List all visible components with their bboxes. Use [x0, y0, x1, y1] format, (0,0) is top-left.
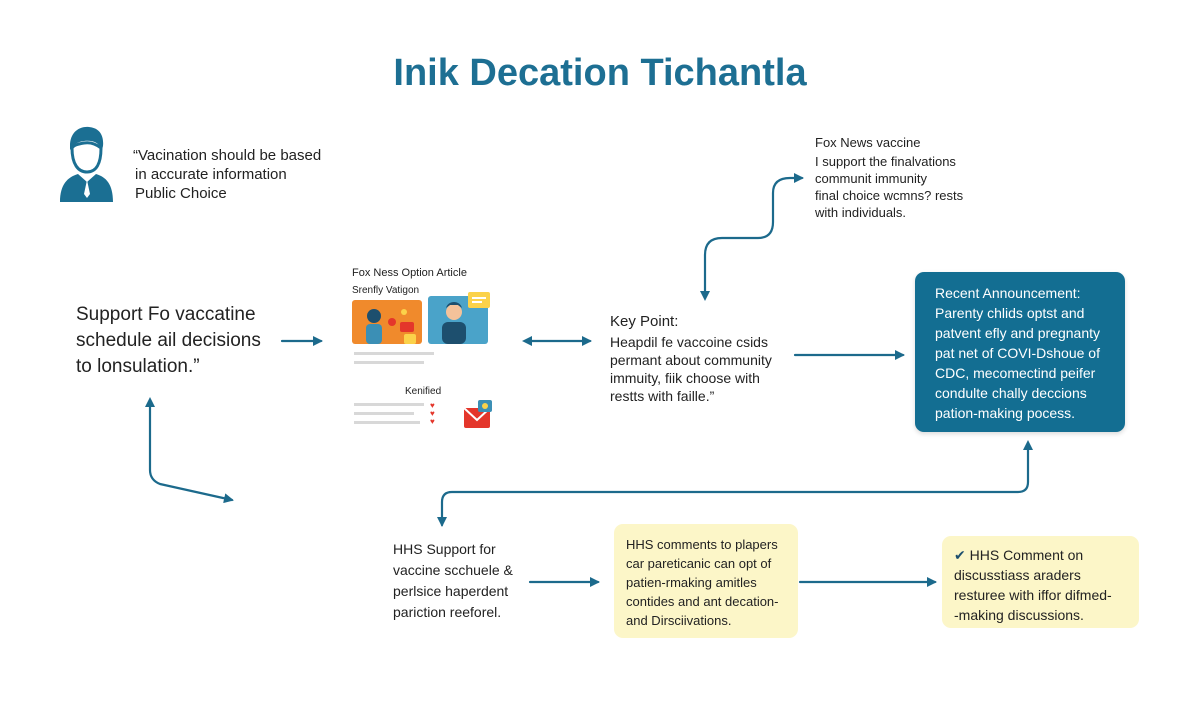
article-text-line [354, 403, 424, 406]
fox-news-line: with individuals. [815, 205, 907, 220]
hhs-comment-on-line: resturee with iffor difmed- [954, 587, 1112, 603]
page-title: Inik Decation Tichantla [393, 52, 807, 94]
hhs-support-line: pariction reeforel. [393, 604, 502, 620]
hhs-comment-on-box: ✔ HHS Comment on discusstiass araders re… [942, 536, 1139, 628]
support-statement: Support Fo vaccatine schedule ail decisi… [76, 302, 261, 380]
hhs-support-line: vaccine scchuele & [393, 562, 513, 578]
support-line: Support Fo vaccatine [76, 304, 256, 325]
key-point-line: restts with faille.” [610, 388, 715, 404]
hhs-comments-line: HHS comments to plapers [626, 537, 778, 552]
announcement-heading: Recent Announcement: [935, 285, 1081, 301]
announcement-line: Parenty chlids optst and [935, 305, 1085, 321]
support-line: to lonsulation.” [76, 356, 200, 377]
person-icon [60, 126, 113, 202]
announcement-line: CDC, mecomectind peifer [935, 365, 1096, 381]
key-point: Key Point: Heapdil fe vaccoine csids per… [610, 312, 772, 405]
article-text-line [354, 421, 420, 424]
hhs-comment-on-line: -making discussions. [954, 607, 1084, 623]
key-point-heading: Key Point: [610, 313, 679, 330]
fox-news-line: final choice wcmns? rests [815, 188, 964, 203]
announcement-line: pation-making pocess. [935, 405, 1076, 421]
check-badge-icon [404, 334, 416, 344]
key-point-line: immuity, fiik choose with [610, 370, 760, 386]
fox-news-line: I support the finalvations [815, 154, 956, 169]
quote-line: “Vacination should be based [133, 147, 322, 164]
quote-line: Public Choice [135, 185, 227, 202]
article-subheading: Srenfly Vatigon [352, 285, 420, 296]
article-card: Fox Ness Option Article Srenfly Vatigon … [350, 262, 510, 432]
key-point-line: permant about community [610, 352, 772, 368]
fox-news-note: Fox News vaccine I support the finalvati… [815, 134, 963, 221]
hhs-support: HHS Support for vaccine scchuele & perls… [393, 539, 513, 623]
hhs-support-line: perlsice haperdent [393, 583, 509, 599]
hhs-comments-line: contides and ant decation- [626, 594, 779, 609]
announcement-line: patvent efly and pregnanty [935, 325, 1101, 341]
hhs-support-line: HHS Support for [393, 541, 496, 557]
announcement-line: condulte chally deccions [935, 385, 1087, 401]
arrow-to-fox-news [700, 173, 804, 301]
article-heading: Fox Ness Option Article [352, 267, 467, 279]
article-text-line [354, 412, 414, 415]
article-image-people-icon [352, 300, 422, 344]
vaccination-quote: “Vacination should be based in accurate … [133, 146, 321, 203]
hhs-comments-box: HHS comments to plapers car pareticanic … [614, 524, 798, 638]
mail-icon [463, 400, 492, 428]
check-icon: ✔ [954, 547, 966, 563]
article-text-line [354, 361, 424, 364]
support-line: schedule ail decisions [76, 330, 261, 351]
hhs-comments-line: car pareticanic can opt of [626, 556, 772, 571]
recent-announcement-box: Recent Announcement: Parenty chlids opts… [915, 272, 1125, 432]
hhs-comments-line: patien-rmaking amitles [626, 575, 757, 590]
quote-line: in accurate information [135, 166, 287, 183]
hhs-comment-on-line: discusstiass araders [954, 567, 1081, 583]
article-text-line [354, 352, 434, 355]
article-image-speaker-icon [428, 292, 490, 344]
key-point-line: Heapdil fe vaccoine csids [610, 334, 768, 350]
fox-news-line: communit immunity [815, 171, 927, 186]
hhs-comment-on-heading: HHS Comment on [969, 547, 1084, 563]
hhs-comments-line: and Dirsciivations. [626, 613, 732, 628]
announcement-line: pat net of COVI-Dshoue of [935, 345, 1100, 361]
verified-label: Kenified [405, 386, 442, 397]
arrow-announcement-to-hhs [437, 440, 1033, 527]
heart-icon: ♥♥♥ [430, 401, 435, 426]
fox-news-heading: Fox News vaccine [815, 135, 921, 150]
arrow-left-loop [145, 397, 234, 504]
